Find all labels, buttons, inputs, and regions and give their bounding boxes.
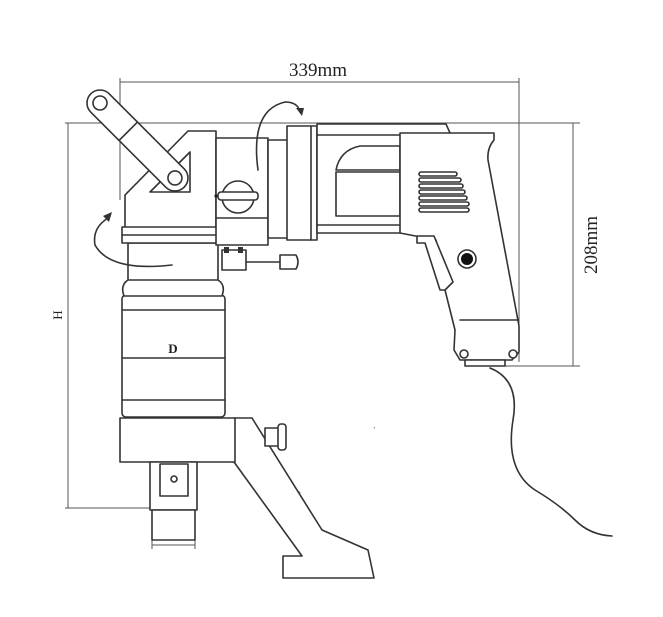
switch-housing — [214, 137, 299, 271]
rotation-arrow-icon — [93, 101, 304, 268]
gear-housing: D — [119, 242, 236, 463]
dimension-height: 208mm — [65, 122, 602, 367]
height-label: 208mm — [581, 216, 602, 274]
square-drive — [149, 461, 198, 541]
handle — [399, 132, 520, 367]
dimension-overall-height: H — [50, 123, 155, 509]
reaction-arm — [233, 417, 377, 579]
length-label: 339mm — [289, 60, 347, 81]
power-cord — [489, 367, 613, 537]
dimension-length: 339mm — [119, 60, 520, 362]
ratchet-lever — [86, 89, 189, 192]
vent-slots-icon — [418, 171, 470, 213]
diameter-label: D — [168, 341, 177, 356]
overall-height-label: H — [50, 310, 65, 319]
